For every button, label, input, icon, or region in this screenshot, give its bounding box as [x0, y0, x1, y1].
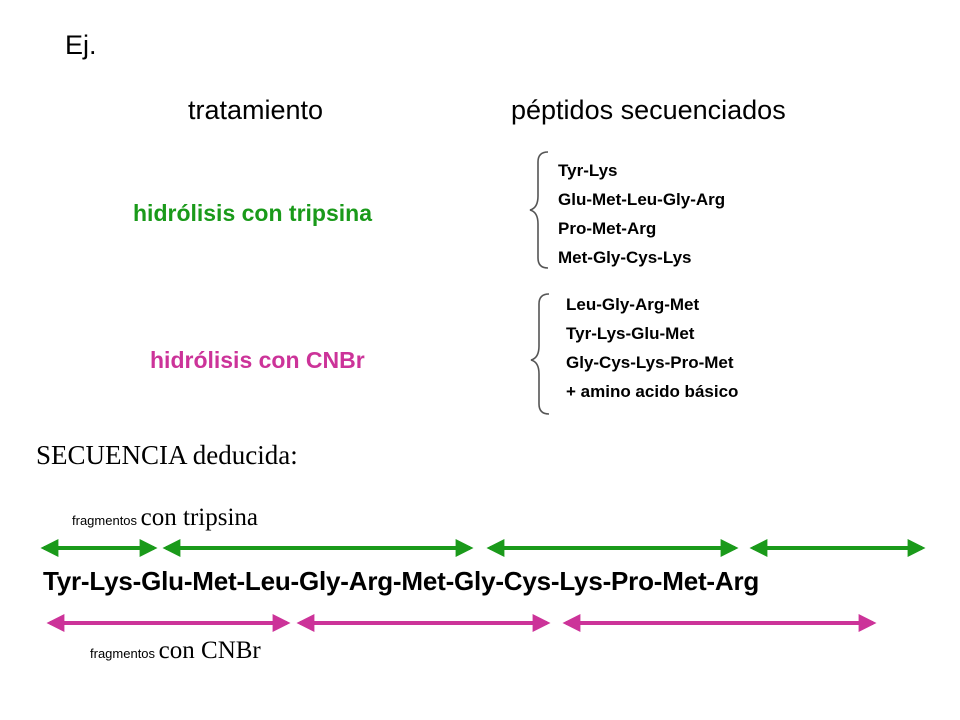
- header-peptides: péptidos secuenciados: [511, 95, 786, 125]
- header-treatment: tratamiento: [188, 95, 324, 125]
- peptide-item: Glu-Met-Leu-Gly-Arg: [558, 190, 726, 209]
- fragments-trypsin-label: fragmentos con tripsina: [72, 504, 258, 532]
- fragments-cnbr-label: fragmentos con CNBr: [90, 637, 261, 665]
- peptide-item: Met-Gly-Cys-Lys: [558, 248, 692, 267]
- brace-cnbr: [530, 293, 550, 415]
- sequence-label: SECUENCIA deducida:: [36, 440, 298, 470]
- peptide-item: Tyr-Lys: [558, 161, 618, 180]
- peptide-item: Leu-Gly-Arg-Met: [566, 295, 700, 314]
- peptide-item: Gly-Cys-Lys-Pro-Met: [566, 353, 734, 372]
- fragments-large-text: con tripsina: [140, 504, 259, 531]
- fragments-large-text: con CNBr: [158, 637, 261, 664]
- fragments-small-text: fragmentos: [90, 646, 156, 661]
- treatment-trypsin: hidrólisis con tripsina: [133, 200, 372, 226]
- cnbr-peptide-list: Leu-Gly-Arg-Met Tyr-Lys-Glu-Met Gly-Cys-…: [566, 290, 738, 406]
- example-label: Ej.: [65, 30, 97, 60]
- peptide-item: Tyr-Lys-Glu-Met: [566, 324, 695, 343]
- peptide-item: + amino acido básico: [566, 382, 739, 401]
- treatment-cnbr: hidrólisis con CNBr: [150, 347, 365, 373]
- brace-trypsin: [529, 151, 549, 269]
- trypsin-peptide-list: Tyr-Lys Glu-Met-Leu-Gly-Arg Pro-Met-Arg …: [558, 156, 725, 272]
- deduced-sequence: Tyr-Lys-Glu-Met-Leu-Gly-Arg-Met-Gly-Cys-…: [43, 566, 760, 596]
- peptide-item: Pro-Met-Arg: [558, 219, 657, 238]
- fragments-small-text: fragmentos: [72, 513, 138, 528]
